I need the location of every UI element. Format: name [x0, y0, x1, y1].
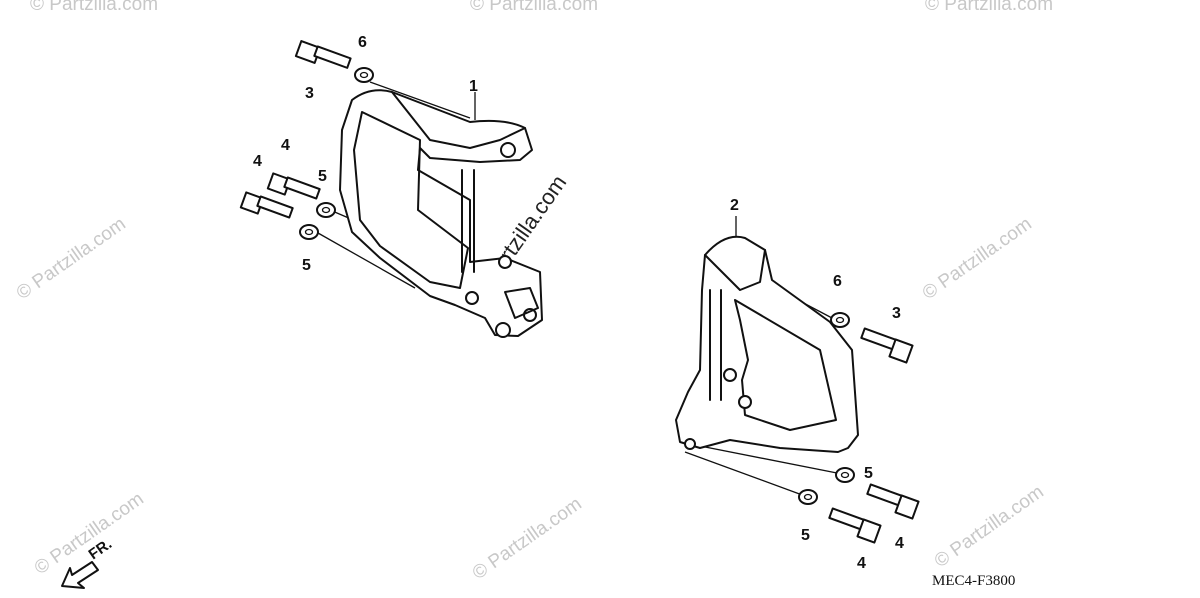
callout-1: 1: [469, 78, 478, 95]
watermark: © Partzilla.com: [469, 493, 586, 584]
mount-hole: [723, 368, 737, 382]
mount-hole: [465, 291, 479, 305]
mount-pocket: [504, 287, 539, 319]
mount-hole: [495, 322, 511, 338]
mount-hole: [738, 395, 752, 409]
bolt-3: [860, 327, 914, 364]
callout-6: 6: [358, 34, 367, 51]
bolt-4: [828, 507, 882, 544]
watermark: © Partzilla.com: [919, 213, 1036, 304]
callout-5: 5: [318, 168, 327, 185]
mount-hole: [684, 438, 696, 450]
watermark: © Partzilla.com: [470, 0, 598, 15]
handle-2-grip: [704, 249, 766, 291]
handle-2: [675, 235, 859, 453]
diagram-code: MEC4-F3800: [932, 573, 1015, 589]
watermark: © Partzilla.com: [925, 0, 1053, 15]
handle-1: [339, 89, 543, 337]
right-handle-assembly: 2 6 3 5 5 4 4: [675, 197, 920, 572]
left-handle-assembly: 1 3 6 4 4 5 5: [239, 34, 543, 338]
watermark: © Partzilla.com: [30, 0, 158, 15]
callout-5: 5: [864, 465, 873, 482]
callout-3: 3: [305, 85, 314, 102]
handle-1-opening: [353, 111, 469, 289]
callout-4: 4: [281, 137, 290, 154]
leader-line: [689, 443, 843, 475]
arrow-front-icon: [61, 561, 99, 589]
bolt-4: [866, 483, 920, 520]
leader-line: [684, 451, 806, 497]
callout-3: 3: [892, 305, 901, 322]
bolt-4: [239, 191, 294, 219]
washer-5: [835, 467, 855, 483]
washer-5: [299, 224, 319, 240]
washer-6: [830, 312, 850, 328]
callout-2: 2: [730, 197, 739, 214]
washer-5: [798, 489, 818, 505]
bolt-4: [266, 172, 321, 200]
callout-4: 4: [253, 153, 262, 170]
callout-4: 4: [857, 555, 866, 572]
callout-6: 6: [833, 273, 842, 290]
watermark: © Partzilla.com: [931, 481, 1048, 572]
handle-2-opening: [734, 299, 837, 431]
leader-line: [369, 81, 471, 119]
mount-hole: [498, 255, 512, 269]
mount-hole: [500, 142, 516, 158]
callout-5: 5: [302, 257, 311, 274]
watermark: © Partzilla.com: [13, 213, 130, 304]
leader-line: [317, 232, 416, 289]
washer-5: [316, 202, 336, 218]
washer-6: [354, 67, 374, 83]
callout-4: 4: [895, 535, 904, 552]
callout-5: 5: [801, 527, 810, 544]
bolt-3: [294, 40, 352, 69]
handle-1-grip: [391, 91, 526, 149]
